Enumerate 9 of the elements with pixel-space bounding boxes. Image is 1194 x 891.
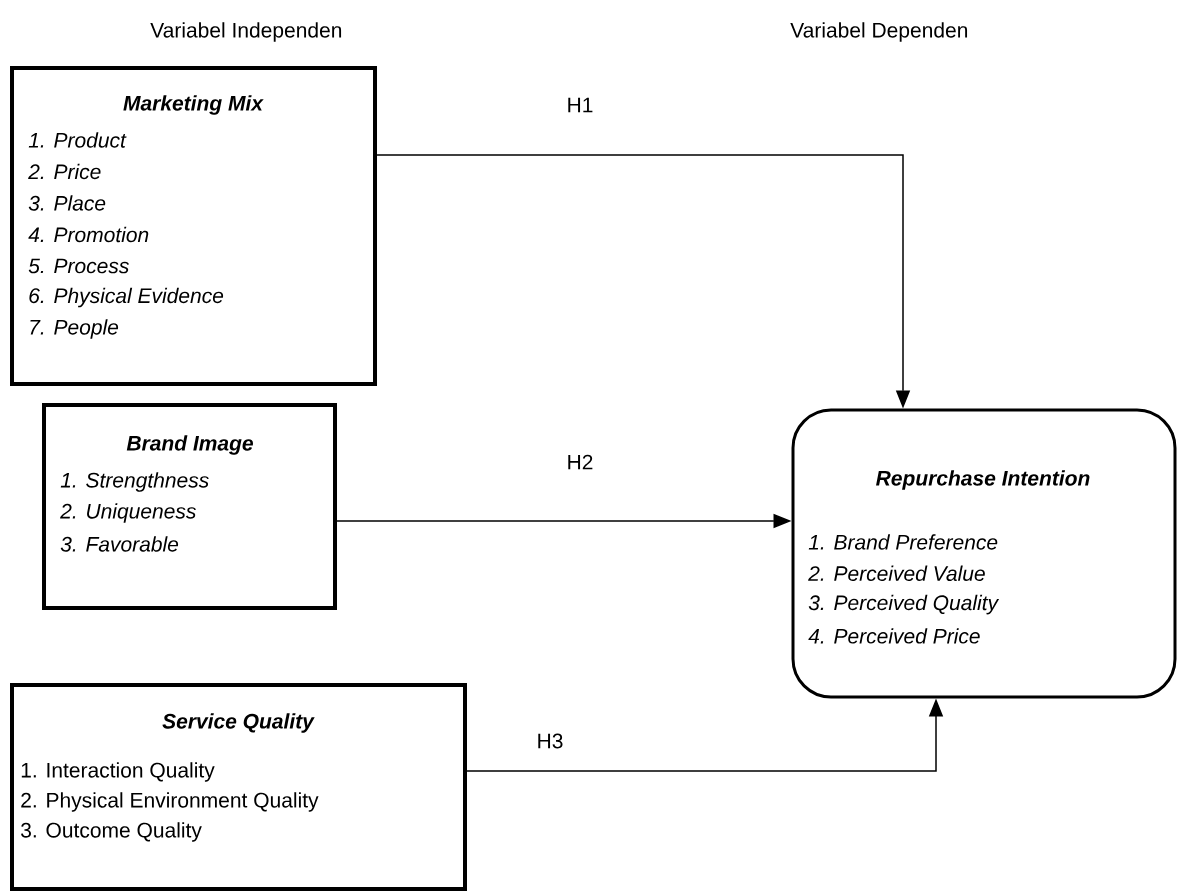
heading-label: Variabel Independen xyxy=(150,22,342,42)
edge-label: H1 xyxy=(568,97,593,113)
edge-label: H3 xyxy=(538,733,563,749)
factor-box: Service Quality 1. Interaction Quality 2. Physical Environment Quality 3. Outcome Quality xyxy=(10,683,467,891)
factor-box: Marketing Mix 1. Product 2. Price 3. Place 4. Promotion 5. Process 6. Physical Evidence 7. People xyxy=(10,66,377,386)
rounded-box: Repurchase Intention 1. Brand Preference 2. Perceived Value 3. Perceived Quality 4. Perceived Price xyxy=(791,408,1177,699)
heading-label: Variabel Dependen xyxy=(790,22,968,42)
factor-box: Brand Image 1. Strengthness 2. Uniqueness 3. Favorable xyxy=(42,403,337,610)
edge-label: H2 xyxy=(568,454,593,470)
